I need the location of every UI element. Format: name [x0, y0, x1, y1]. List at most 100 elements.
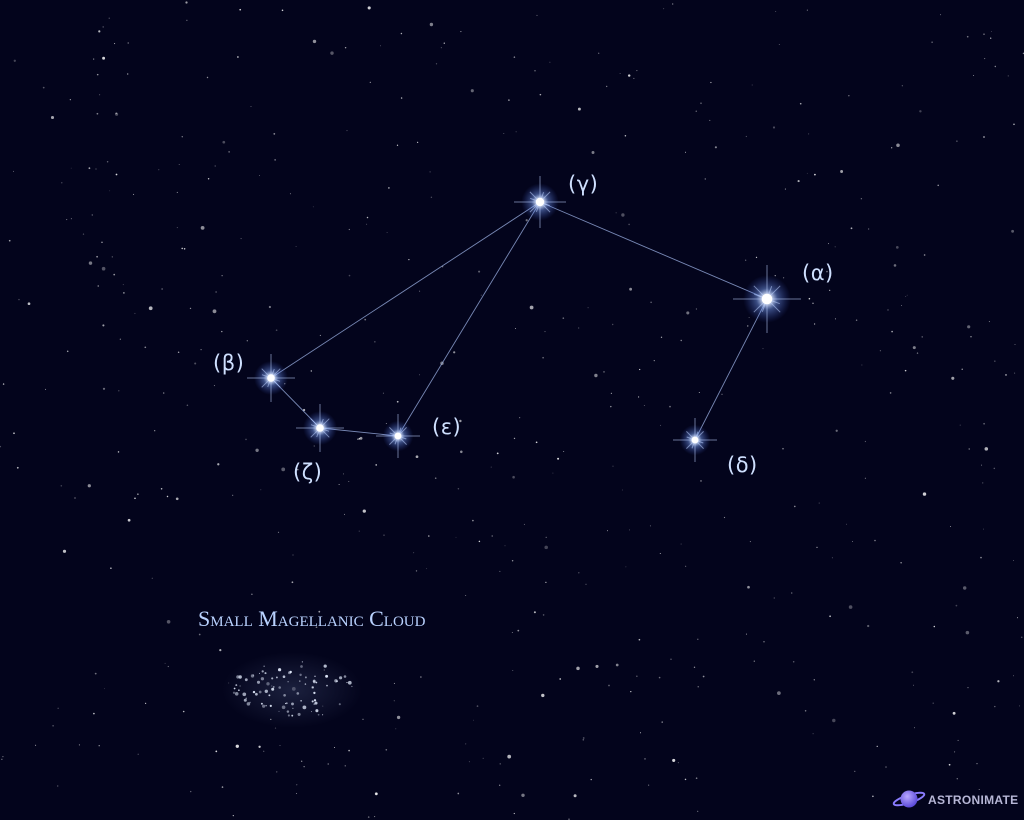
background-star: [396, 400, 399, 403]
cloud-star: [299, 673, 302, 677]
background-star: [440, 47, 442, 49]
background-star: [78, 744, 80, 746]
background-star: [175, 497, 179, 501]
background-star: [762, 348, 764, 350]
background-star: [221, 275, 223, 277]
cloud-star: [264, 672, 267, 675]
background-star: [277, 531, 280, 533]
background-star: [829, 615, 831, 618]
background-star: [115, 112, 119, 116]
background-star: [101, 266, 106, 271]
cloud-star: [334, 679, 338, 683]
background-star: [630, 690, 632, 693]
background-star: [459, 419, 462, 423]
star-label-gamma: (γ): [568, 172, 598, 196]
background-star: [429, 22, 434, 27]
cloud-star: [235, 684, 238, 687]
background-star: [164, 662, 166, 664]
background-star: [812, 733, 814, 735]
background-star: [792, 661, 795, 663]
background-star: [968, 448, 970, 450]
background-star: [374, 341, 376, 343]
background-star: [956, 778, 958, 780]
cloud-star: [244, 678, 248, 682]
background-star: [114, 43, 116, 45]
background-star: [686, 311, 690, 315]
background-star: [318, 610, 321, 613]
background-star: [123, 292, 125, 294]
background-star: [281, 467, 286, 472]
background-star: [578, 327, 580, 329]
background-star: [615, 212, 617, 214]
background-star: [144, 346, 147, 349]
background-star: [714, 146, 717, 149]
background-star: [541, 693, 545, 698]
background-star: [669, 405, 671, 408]
star-label-delta: (δ): [727, 453, 758, 477]
cloud-star: [304, 676, 307, 679]
background-star: [697, 638, 699, 641]
background-star: [921, 336, 923, 338]
star-label-beta: (β): [213, 351, 244, 375]
cloud-star: [304, 683, 307, 685]
background-star: [52, 724, 54, 727]
background-star: [57, 707, 59, 709]
background-star: [18, 298, 20, 301]
background-star: [88, 167, 91, 170]
background-star: [948, 763, 951, 766]
background-star: [515, 131, 517, 133]
cloud-star: [311, 700, 314, 703]
background-star: [70, 167, 72, 169]
background-star: [213, 385, 215, 387]
background-star: [983, 422, 985, 425]
background-star: [916, 352, 919, 354]
background-star: [312, 206, 314, 208]
background-star: [82, 233, 85, 235]
background-star: [855, 319, 858, 321]
cloud-star: [243, 698, 247, 702]
background-star: [259, 175, 261, 177]
background-star: [625, 566, 627, 568]
background-star: [217, 463, 220, 466]
background-star: [292, 554, 294, 556]
background-star: [396, 715, 401, 720]
background-star: [453, 351, 456, 354]
background-star: [913, 727, 916, 729]
background-star: [745, 633, 747, 635]
background-star: [1020, 636, 1023, 639]
background-star: [773, 597, 775, 599]
background-star: [499, 570, 501, 572]
background-star: [251, 593, 253, 595]
cloud-star: [271, 677, 274, 680]
cloud-star: [232, 691, 236, 694]
background-star: [981, 464, 983, 466]
background-star: [932, 702, 934, 704]
background-star: [273, 133, 276, 135]
background-star: [721, 393, 723, 395]
background-star: [393, 682, 395, 684]
background-star: [826, 270, 828, 273]
background-star: [246, 340, 248, 342]
background-star: [514, 327, 517, 330]
background-star: [982, 528, 984, 530]
cloud-star: [325, 674, 329, 678]
background-star: [806, 9, 808, 11]
cloud-star: [300, 700, 302, 702]
background-star: [12, 170, 14, 172]
background-star: [511, 559, 514, 562]
background-star: [338, 484, 340, 485]
background-star: [240, 238, 242, 240]
background-star: [660, 424, 662, 426]
cloud-star: [263, 665, 265, 667]
background-star: [420, 676, 422, 678]
background-star: [419, 290, 421, 292]
cloud-star: [281, 705, 286, 710]
background-star: [190, 790, 192, 793]
background-star: [619, 73, 621, 75]
background-star: [582, 739, 585, 741]
background-star: [297, 469, 299, 471]
background-star: [178, 164, 180, 165]
background-star: [922, 492, 927, 496]
background-star: [891, 330, 893, 333]
background-star: [576, 666, 580, 671]
